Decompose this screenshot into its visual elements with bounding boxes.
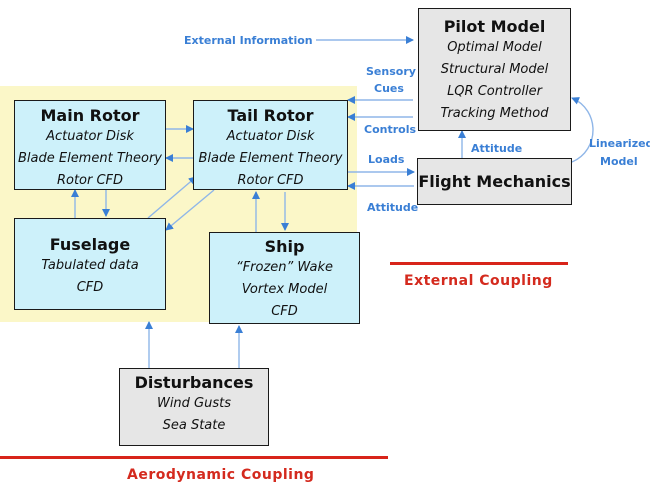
pilot-model-line-4: Tracking Method (440, 106, 549, 121)
flight-mechanics-block: Flight Mechanics (417, 158, 572, 205)
label-external-information: External Information (184, 34, 313, 47)
label-sensory-cues-2: Cues (374, 82, 404, 95)
aerodynamic-coupling-line (0, 456, 388, 459)
label-attitude-bottom: Attitude (367, 201, 419, 214)
arrow-fuselage-to-tail (147, 176, 197, 219)
disturbances-line-2: Sea State (162, 418, 226, 433)
ship-line-3: CFD (271, 304, 298, 319)
fuselage-line-1: Tabulated data (41, 258, 139, 273)
fuselage-block: Fuselage Tabulated data CFD (14, 218, 166, 310)
tail-rotor-line-3: Rotor CFD (237, 173, 304, 188)
pilot-model-block: Pilot Model Optimal Model Structural Mod… (418, 8, 571, 131)
disturbances-line-1: Wind Gusts (156, 396, 232, 411)
label-linearized-1: Linearized (589, 137, 650, 150)
pilot-model-title: Pilot Model (443, 17, 546, 36)
tail-rotor-block: Tail Rotor Actuator Disk Blade Element T… (193, 100, 348, 190)
disturbances-block: Disturbances Wind Gusts Sea State (119, 368, 269, 446)
pilot-model-line-2: Structural Model (440, 62, 549, 77)
disturbances-title: Disturbances (134, 373, 254, 392)
flight-mechanics-title: Flight Mechanics (418, 171, 571, 191)
tail-rotor-line-1: Actuator Disk (226, 129, 315, 144)
ship-block: Ship “Frozen” Wake Vortex Model CFD (209, 232, 360, 324)
ship-line-1: “Frozen” Wake (235, 260, 334, 275)
main-rotor-title: Main Rotor (40, 106, 140, 125)
aerodynamic-coupling-label: Aerodynamic Coupling (127, 467, 315, 483)
main-rotor-line-1: Actuator Disk (46, 129, 134, 144)
ship-title: Ship (264, 237, 305, 256)
external-coupling-line (390, 262, 568, 265)
main-rotor-line-3: Rotor CFD (56, 173, 124, 188)
arrow-tail-to-fuselage (165, 189, 215, 231)
tail-rotor-title: Tail Rotor (227, 106, 314, 125)
arrow-linearized-model (571, 97, 594, 163)
label-attitude-right: Attitude (471, 142, 523, 155)
main-rotor-block: Main Rotor Actuator Disk Blade Element T… (14, 100, 166, 190)
fuselage-title: Fuselage (49, 235, 131, 254)
fuselage-line-2: CFD (76, 280, 104, 295)
label-controls: Controls (364, 123, 417, 136)
label-linearized-2: Model (600, 155, 638, 168)
tail-rotor-line-2: Blade Element Theory (198, 151, 343, 166)
ship-line-2: Vortex Model (241, 282, 328, 297)
pilot-model-line-3: LQR Controller (447, 84, 542, 99)
external-coupling-label: External Coupling (404, 273, 553, 289)
main-rotor-line-2: Blade Element Theory (17, 151, 162, 166)
pilot-model-line-1: Optimal Model (447, 40, 542, 55)
label-sensory-cues-1: Sensory (366, 65, 416, 78)
label-loads: Loads (368, 153, 405, 166)
